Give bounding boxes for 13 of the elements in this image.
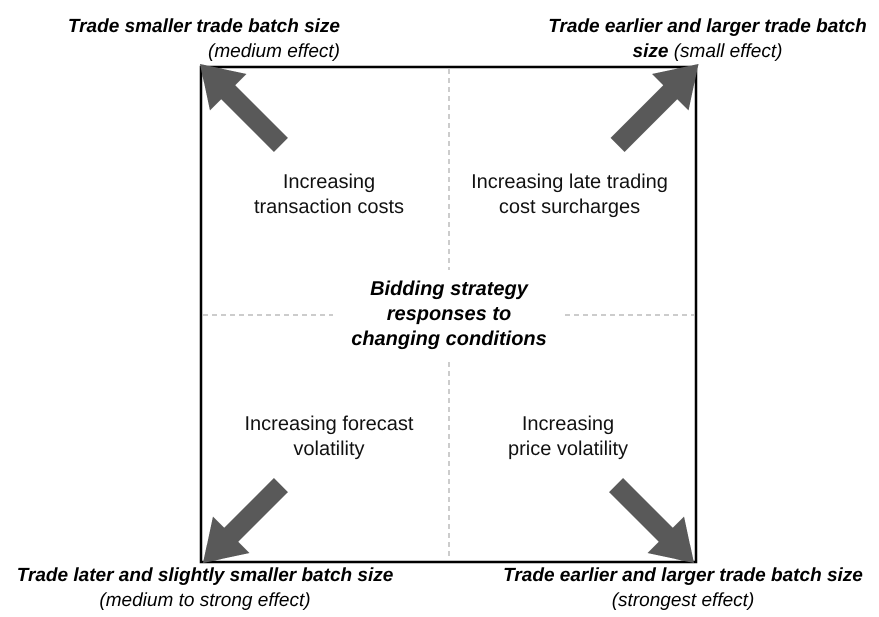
outcome-label: Trade smaller trade batch size (medium effect) xyxy=(66,15,340,64)
block-arrow xyxy=(200,64,288,152)
condition-label: Increasing forecast volatility xyxy=(244,412,414,462)
outcome-label: Trade later and slightly smaller batch size (medium to strong effect) xyxy=(16,564,394,613)
block-arrow xyxy=(608,478,694,563)
condition-label: Increasing late trading cost surcharges xyxy=(470,170,669,220)
condition-label: Increasing transaction costs xyxy=(252,170,406,220)
condition-label: Increasing price volatility xyxy=(506,412,630,462)
outcome-label: Trade earlier and larger trade batch size (small effect) xyxy=(547,15,868,64)
block-arrow xyxy=(203,478,288,563)
center-title: Bidding strategy responses to changing conditions xyxy=(350,277,548,352)
outcome-label: Trade earlier and larger trade batch size (strongest effect) xyxy=(502,564,864,613)
block-arrow xyxy=(610,64,698,152)
